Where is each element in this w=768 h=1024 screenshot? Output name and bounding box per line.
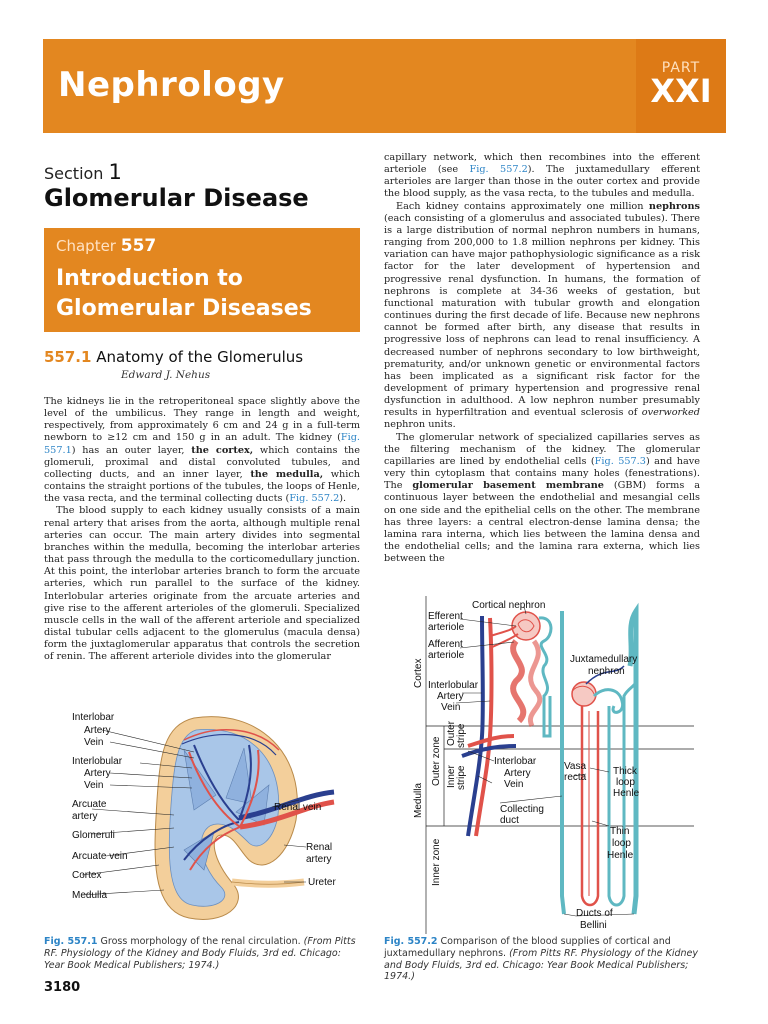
- part-number-box: PART XXI: [636, 39, 726, 133]
- figure-link[interactable]: Fig. 557.1: [44, 432, 360, 456]
- label-interlobular: Interlobular: [72, 756, 123, 767]
- figure-557-2-caption: Fig. 557.2 Comparison of the blood suppl…: [384, 936, 702, 983]
- label-vasa-recta: Vasa: [564, 761, 586, 772]
- label-medulla: Medulla: [72, 890, 107, 901]
- label-artery: Artery: [504, 768, 531, 779]
- figure-link[interactable]: Fig. 557.3: [594, 455, 646, 467]
- label-efferent-arteriole: Efferent: [428, 611, 463, 622]
- label-artery: Artery: [84, 725, 111, 736]
- caption-source: (From Pitts RF. Physiology of the Kidney…: [44, 936, 356, 971]
- label-collecting-duct: Collecting: [500, 804, 544, 815]
- author: Edward J. Nehus: [121, 369, 211, 381]
- label-collecting-duct: duct: [500, 815, 519, 826]
- label-cortex: Cortex: [413, 659, 424, 688]
- subsection-heading: 557.1 Anatomy of the Glomerulus: [44, 348, 303, 366]
- label-inner-stripe: Inner: [446, 765, 457, 788]
- chapter-title-line1: Introduction to: [56, 266, 243, 291]
- caption-source: (From Pitts RF. Physiology of the Kidney…: [384, 947, 698, 983]
- subsection-title: Anatomy of the Glomerulus: [96, 348, 304, 366]
- label-interlobar: Interlobar: [494, 756, 537, 767]
- label-thin-loop-henle: Henle: [607, 850, 634, 861]
- label-interlobular: Interlobular: [428, 680, 479, 691]
- chapter-title-line2: Glomerular Diseases: [56, 296, 312, 321]
- chapter-box: Chapter 557 Introduction to Glomerular D…: [44, 228, 360, 332]
- label-renal-artery: artery: [306, 854, 332, 865]
- label-juxtamedullary-nephron: Juxtamedullary: [570, 654, 637, 665]
- label-juxtamedullary-nephron: nephron: [588, 666, 625, 677]
- label-medulla: Medulla: [413, 783, 424, 818]
- figure-557-2-nephron-illustration: Cortical nephron Efferent arteriole Affe…: [413, 596, 694, 934]
- label-cortical-nephron: Cortical nephron: [472, 600, 545, 611]
- label-vein: Vein: [84, 780, 103, 791]
- label-thin-loop-henle: Thin: [610, 826, 629, 837]
- subsection-number: 557.1: [44, 348, 92, 366]
- label-renal-artery: Renal: [306, 842, 332, 853]
- label-efferent-arteriole: arteriole: [428, 622, 465, 633]
- label-renal-vein: Renal vein: [274, 802, 321, 813]
- label-thin-loop-henle: loop: [612, 838, 631, 849]
- paragraph: The glomerular network of specialized ca…: [384, 431, 700, 565]
- caption-text: Gross morphology of the renal circulatio…: [100, 936, 304, 947]
- chapter-label-text: Chapter: [56, 237, 116, 255]
- part-label: PART: [661, 60, 701, 76]
- section-heading: Section 1: [44, 160, 122, 184]
- label-artery: Artery: [84, 768, 111, 779]
- right-column-text: capillary network, which then recombines…: [384, 152, 700, 565]
- label-vein: Vein: [504, 779, 523, 790]
- label-afferent-arteriole: Afferent: [428, 639, 463, 650]
- label-artery: Artery: [437, 691, 464, 702]
- chapter-label: Chapter 557: [56, 236, 156, 256]
- label-outer-zone: Outer zone: [431, 736, 442, 786]
- part-header-banner: Nephrology PART XXI: [43, 39, 726, 133]
- label-outer-stripe: stripe: [456, 723, 467, 748]
- paragraph: capillary network, which then recombines…: [384, 152, 700, 200]
- figure-557-1-caption: Fig. 557.1 Gross morphology of the renal…: [44, 936, 362, 971]
- caption-text: Comparison of the blood supplies of cort…: [384, 936, 671, 959]
- label-arcuate-artery: artery: [72, 811, 98, 822]
- label-ducts-of-bellini: Bellini: [580, 920, 607, 931]
- figure-label: Fig. 557.1: [44, 936, 98, 947]
- page-number: 3180: [44, 980, 81, 995]
- paragraph: Each kidney contains approximately one m…: [384, 200, 700, 431]
- label-thick-loop-henle: loop: [616, 777, 635, 788]
- label-glomeruli: Glomeruli: [72, 830, 115, 841]
- label-inner-stripe: stripe: [456, 765, 467, 790]
- label-outer-stripe: Outer: [446, 720, 457, 746]
- figure-link[interactable]: Fig. 557.2: [469, 164, 528, 176]
- left-column-text: The kidneys lie in the retroperitoneal s…: [44, 396, 360, 663]
- label-thick-loop-henle: Henle: [613, 788, 640, 799]
- section-label: Section: [44, 164, 104, 183]
- part-title: Nephrology: [58, 65, 285, 105]
- label-vein: Vein: [441, 702, 460, 713]
- label-inner-zone: Inner zone: [431, 838, 442, 886]
- chapter-number: 557: [120, 236, 157, 256]
- label-interlobar: Interlobar: [72, 712, 115, 723]
- label-afferent-arteriole: arteriole: [428, 650, 465, 661]
- figure-557-1-kidney-illustration: Interlobar Artery Vein Interlobular Arte…: [72, 712, 336, 920]
- paragraph: The kidneys lie in the retroperitoneal s…: [44, 396, 361, 505]
- paragraph: The blood supply to each kidney usually …: [44, 505, 360, 663]
- label-cortex: Cortex: [72, 870, 101, 881]
- label-thick-loop-henle: Thick: [613, 766, 638, 777]
- figure-link[interactable]: Fig. 557.2: [289, 493, 340, 505]
- section-number: 1: [108, 160, 122, 184]
- label-arcuate-artery: Arcuate: [72, 799, 107, 810]
- part-number: XXI: [650, 72, 712, 110]
- chapter-title: Introduction to Glomerular Diseases: [56, 264, 312, 324]
- label-ducts-of-bellini: Ducts of: [576, 908, 613, 919]
- label-vasa-recta: recta: [564, 772, 587, 783]
- figure-label: Fig. 557.2: [384, 936, 438, 947]
- label-arcuate-vein: Arcuate vein: [72, 851, 128, 862]
- label-ureter: Ureter: [308, 877, 336, 888]
- label-vein: Vein: [84, 737, 103, 748]
- section-title: Glomerular Disease: [44, 184, 309, 212]
